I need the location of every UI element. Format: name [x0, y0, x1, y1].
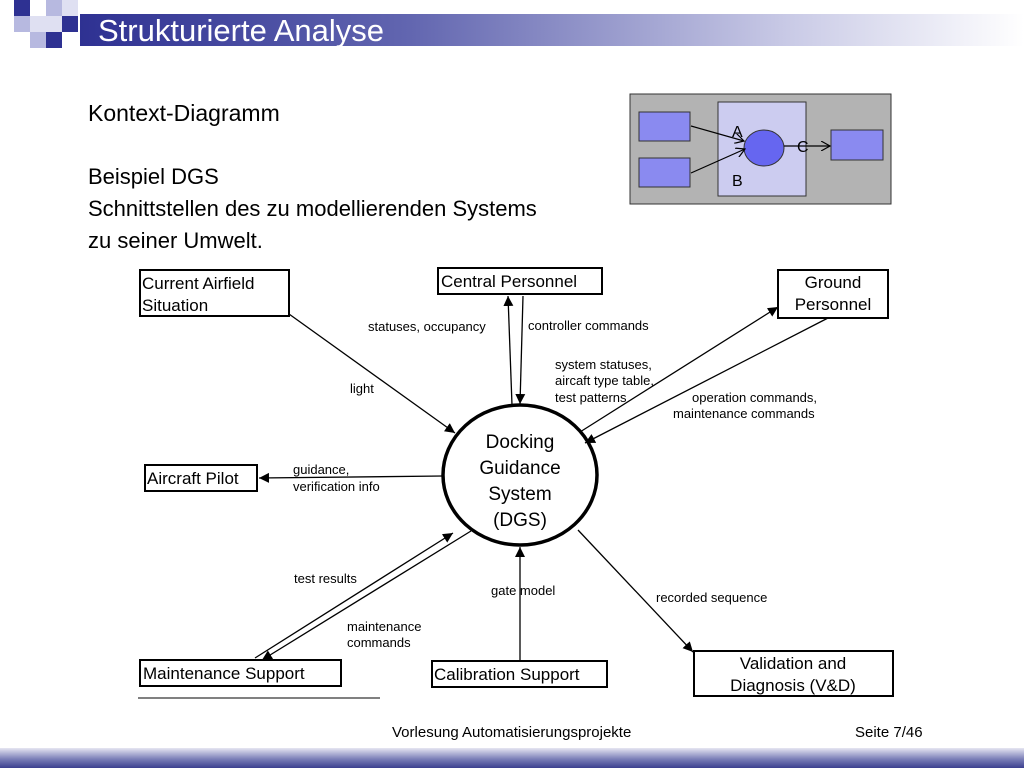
mini-input-box: [638, 157, 691, 188]
slide-title: Strukturierte Analyse: [98, 13, 385, 48]
flow-label: light: [350, 381, 374, 396]
entity-label: Situation: [142, 296, 208, 315]
flow-arrow-recorded: [577, 529, 694, 653]
decor-square: [30, 16, 46, 32]
entity-calibration-support: [431, 660, 608, 688]
decor-square: [30, 32, 46, 48]
text-line: Schnittstellen des zu modellierenden Sys…: [88, 196, 537, 221]
flow-arrow-light: [288, 313, 456, 434]
entity-airfield: [139, 269, 290, 317]
mini-output-box: [830, 129, 884, 161]
footer-course: Vorlesung Automatisierungsprojekte: [392, 724, 632, 741]
flow-arrow-test-results: [254, 532, 454, 659]
flow-label: test results: [294, 571, 357, 586]
dgs-process: [441, 403, 599, 547]
mini-label-c: C: [797, 139, 809, 156]
text-line: zu seiner Umwelt.: [88, 228, 263, 253]
flow-arrow-operation: [584, 317, 829, 444]
decor-square: [62, 16, 78, 32]
flow-label: aircaft type table,: [555, 373, 654, 388]
flow-label: test patterns: [555, 390, 627, 405]
flow-label: maintenance: [347, 619, 421, 634]
entity-label: Ground: [805, 273, 862, 292]
dgs-label: System: [488, 484, 551, 505]
entity-label: Current Airfield: [142, 274, 254, 293]
entity-validation-diagnosis: [693, 650, 894, 697]
dgs-label: Docking: [486, 432, 555, 453]
mini-input-box: [638, 111, 691, 142]
flow-label: controller commands: [528, 318, 649, 333]
entity-maintenance-support: [139, 659, 342, 687]
decor-square: [46, 32, 62, 48]
flow-arrow-controller: [515, 295, 526, 405]
entity-central-personnel: [437, 267, 603, 295]
mini-label-b: B: [732, 173, 743, 190]
decor-square: [14, 0, 30, 16]
flow-label: system statuses,: [555, 357, 652, 372]
entity-label: Central Personnel: [441, 272, 577, 291]
flow-arrow-guidance: [258, 472, 444, 483]
flow-arrow-statuses: [503, 295, 514, 406]
flow-label: verification info: [293, 479, 380, 494]
flow-label: gate model: [491, 583, 555, 598]
mini-label-a: A: [732, 124, 743, 141]
entity-aircraft-pilot: [144, 464, 258, 492]
entity-label: Diagnosis (V&D): [730, 676, 856, 695]
flow-label: recorded sequence: [656, 590, 767, 605]
entity-ground-personnel: [777, 269, 889, 319]
flow-arrow-system-statuses: [579, 306, 779, 433]
title-bar: [80, 14, 1024, 46]
entity-label: Maintenance Support: [143, 664, 305, 683]
slide-header: Strukturierte Analyse: [0, 0, 1024, 50]
dgs-label: (DGS): [493, 510, 547, 531]
flow-label: commands: [347, 635, 411, 650]
decor-square: [46, 16, 62, 32]
decor-square: [62, 0, 78, 16]
flow-label: guidance,: [293, 462, 349, 477]
footer-page-number: Seite 7/46: [855, 724, 923, 741]
decor-square: [14, 16, 30, 32]
flow-label: statuses, occupancy: [368, 319, 486, 334]
entity-label: Personnel: [795, 295, 872, 314]
text-line: Beispiel DGS: [88, 164, 219, 189]
flow-arrow-maint-commands: [261, 530, 472, 661]
subtitle: Kontext-Diagramm: [88, 100, 280, 126]
flow-label: operation commands,: [692, 390, 817, 405]
entity-label: Validation and: [740, 654, 847, 673]
decor-square: [46, 0, 62, 16]
entity-label: Aircraft Pilot: [147, 469, 239, 488]
flow-label: maintenance commands: [673, 406, 815, 421]
footer-bar: [0, 748, 1024, 768]
entity-label: Calibration Support: [434, 665, 580, 684]
mini-diagram: A B C: [629, 93, 892, 205]
dgs-label: Guidance: [479, 458, 560, 479]
